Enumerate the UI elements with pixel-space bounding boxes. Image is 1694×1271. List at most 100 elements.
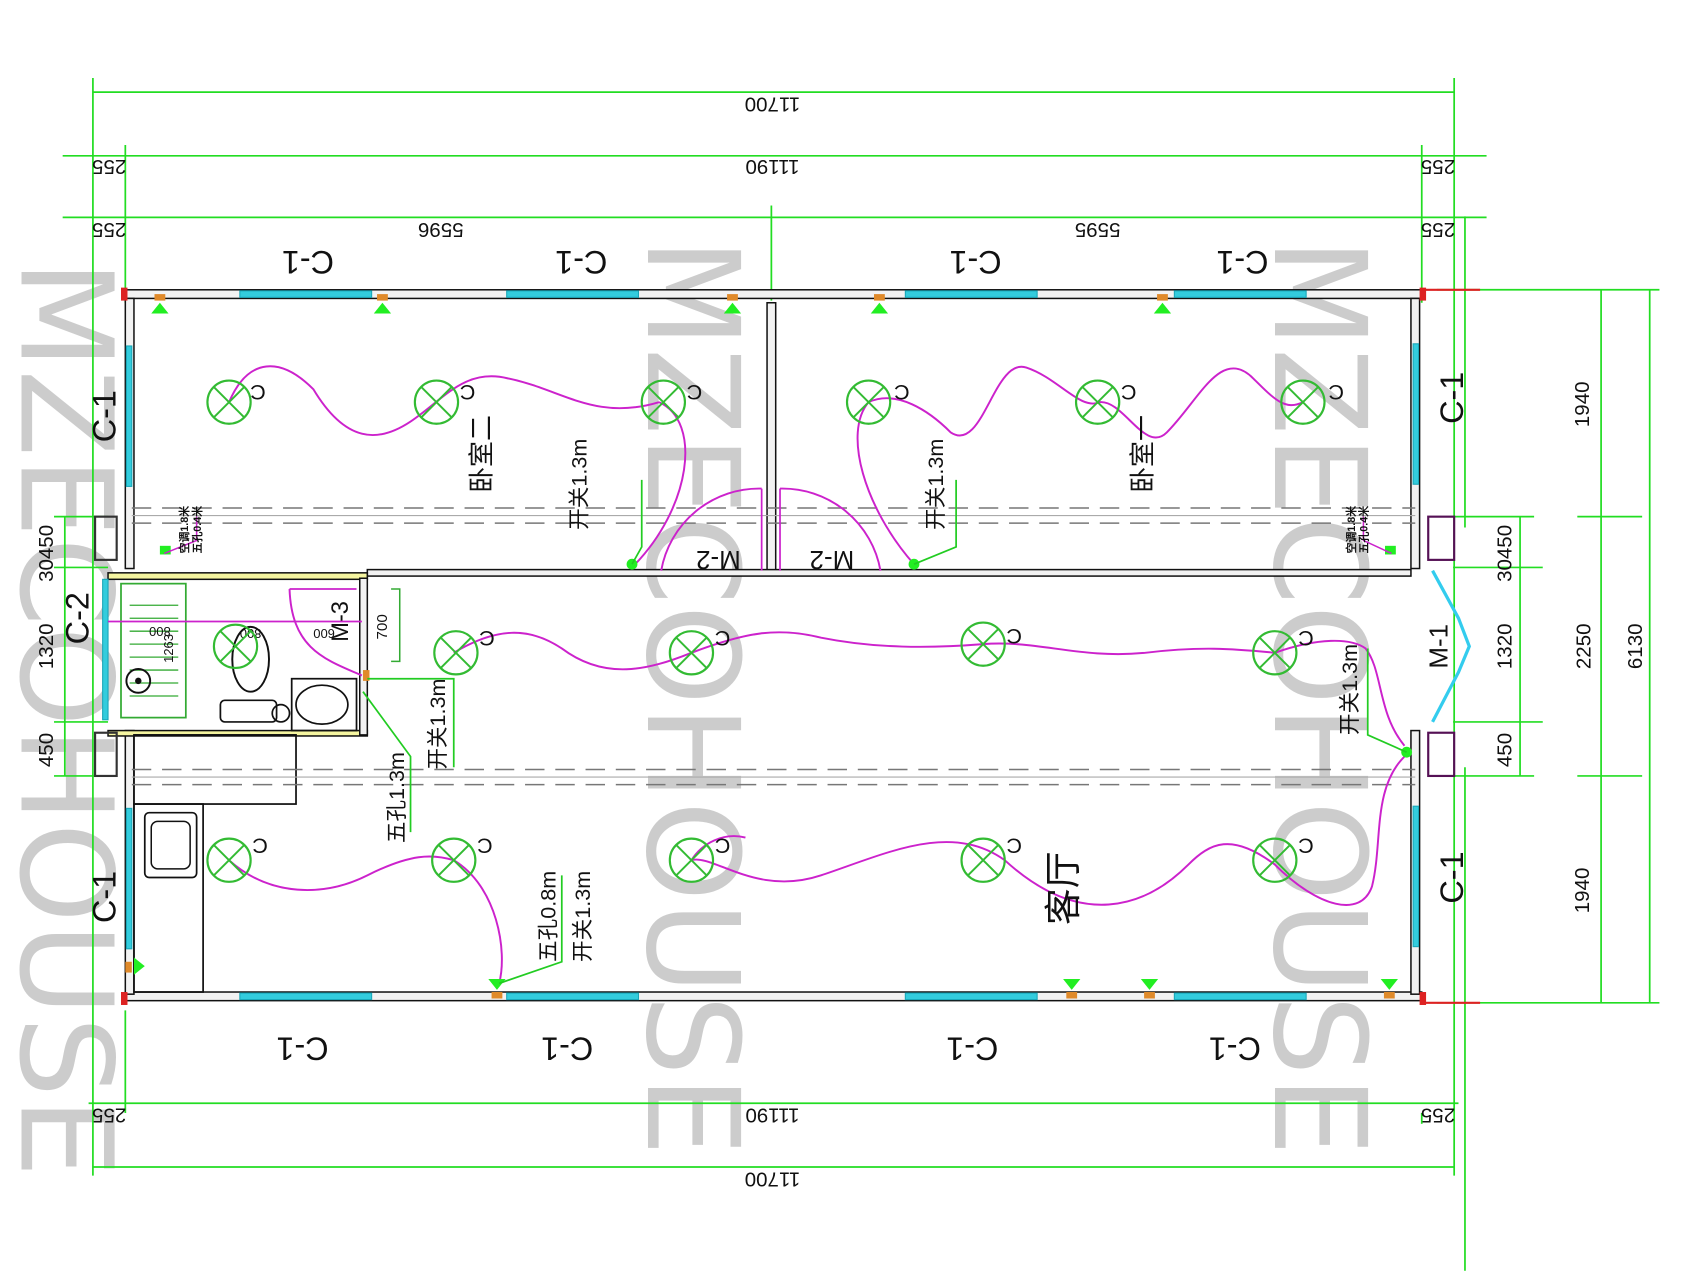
right-dimensions: 1940 30450 1320 450 2250 6130 1940 xyxy=(1436,216,1660,1271)
lamp-marker: C xyxy=(1298,834,1314,859)
watermark-text-1: MZECOHOUSE xyxy=(0,260,139,1178)
lamp-icon xyxy=(845,379,892,425)
lamp-marker: C xyxy=(1121,380,1137,405)
window-top-1 xyxy=(239,290,373,298)
lamp-icon xyxy=(960,621,1006,667)
shower-length: 1263 xyxy=(161,634,176,663)
window-label-left-bath: C-2 xyxy=(60,592,96,644)
dim-right-door: 1320 xyxy=(1493,623,1516,669)
window-bottom-2 xyxy=(506,992,640,1001)
lamp-marker: C xyxy=(715,834,731,859)
lamp-icon xyxy=(413,379,460,425)
annot-socket-living: 五孔1.3m xyxy=(384,752,409,843)
window-bottom-1 xyxy=(239,992,373,1001)
lamp-marker: C xyxy=(250,380,266,405)
door-entry-leaf xyxy=(1431,569,1472,723)
lamp-icon xyxy=(960,837,1006,883)
dim-top-bay-left-offset: 255 xyxy=(92,218,126,241)
window-label-bottom-4: C-1 xyxy=(1209,1030,1261,1066)
door-label-bedroom-right: M-2 xyxy=(810,545,855,573)
window-label-top-4: C-1 xyxy=(1216,244,1268,280)
lamp-marker: C xyxy=(1298,626,1314,651)
annot-switch-bedroom-right: 开关1.3m xyxy=(923,439,948,530)
socket-icon xyxy=(870,294,889,314)
window-top-2 xyxy=(506,290,640,298)
door-swing-bedroom-left xyxy=(660,487,762,571)
room-label-bedroom-2: 卧室二 xyxy=(467,415,496,493)
lamp-marker: C xyxy=(479,626,495,651)
door-label-entry: M-1 xyxy=(1426,624,1454,669)
socket-icon xyxy=(723,294,742,314)
annot-switch-entry: 开关1.3m xyxy=(1337,644,1362,735)
lamp-markers: C C C C C C C C C C C C C C C xyxy=(250,380,1344,859)
switch-icon xyxy=(363,670,370,681)
dim-bottom-left-offset: 255 xyxy=(92,1104,126,1127)
dim-top-inner: 11190 xyxy=(745,155,799,178)
top-dimensions: 11700 11190 255 255 5596 5595 255 255 xyxy=(62,78,1487,1176)
shower-tray xyxy=(120,582,187,719)
annot-socket-08: 五孔0.8m xyxy=(535,871,560,962)
socket-icon xyxy=(1153,294,1172,314)
room-label-bedroom-1: 卧室一 xyxy=(1129,415,1158,493)
window-label-top-2: C-1 xyxy=(555,244,607,280)
lamp-icon xyxy=(1252,630,1298,676)
dim-top-left-bay: 5596 xyxy=(418,218,464,241)
dim-right-door-top: 30450 xyxy=(1493,525,1516,582)
lamp-icon xyxy=(1252,837,1298,883)
lamp-icon xyxy=(668,630,715,676)
dim-top-right-bay: 5595 xyxy=(1075,218,1121,241)
dim-left-upper: 30450 xyxy=(35,525,58,582)
lamp-marker: C xyxy=(477,834,493,859)
window-label-top-3: C-1 xyxy=(949,244,1001,280)
window-label-right-upper: C-1 xyxy=(1434,372,1470,424)
window-label-top-1: C-1 xyxy=(282,244,334,280)
annot-ac-socket-left: 空调1.8米 xyxy=(177,506,191,554)
ac-socket-icon xyxy=(159,545,171,555)
room-label-living: 客厅 xyxy=(1043,852,1084,925)
lamp-marker: C xyxy=(687,380,703,405)
ac-socket-icon xyxy=(1385,545,1396,555)
window-label-left-lower: C-1 xyxy=(87,871,123,923)
lamp-icon xyxy=(206,837,252,883)
lamp-marker: C xyxy=(252,834,268,859)
dim-right-lower-wall: 1940 xyxy=(1571,868,1594,914)
left-dimensions: 30450 1320 450 xyxy=(35,515,109,777)
window-top-3 xyxy=(904,290,1038,298)
window-bottom-3 xyxy=(904,992,1038,1001)
beam-lines xyxy=(131,507,1416,786)
dim-top-overall: 11700 xyxy=(745,92,801,115)
lamp-marker: C xyxy=(1006,624,1022,649)
wash-basin xyxy=(290,677,358,732)
annot-switch-bottom: 开关1.3m xyxy=(570,871,595,962)
window-label-bottom-1: C-1 xyxy=(276,1030,328,1066)
annot-ac-socket-right: 空调1.8米 xyxy=(1344,506,1358,554)
wiring xyxy=(228,365,1406,984)
lamp-marker: C xyxy=(1006,834,1022,859)
window-right-lower xyxy=(1412,805,1420,948)
dim-right-middle: 2250 xyxy=(1572,623,1595,669)
socket-icon xyxy=(1380,979,1398,999)
annot-socket-04-left: 五孔0.4米 xyxy=(190,506,204,554)
window-top-4 xyxy=(1173,290,1307,298)
dim-top-left-offset: 255 xyxy=(92,155,126,178)
basin-width: 600 xyxy=(313,626,335,641)
lamp-icon xyxy=(431,837,477,883)
window-left-lower xyxy=(125,807,133,950)
window-label-bottom-2: C-1 xyxy=(541,1030,593,1066)
kitchen-sink xyxy=(143,811,198,879)
dim-left-door: 1320 xyxy=(35,623,58,669)
window-labels: C-1 C-1 C-1 C-1 C-1 C-1 C-1 C-1 C-1 C-1 … xyxy=(60,244,1470,1066)
lamp-icon xyxy=(206,379,252,425)
lamp-icon xyxy=(640,379,687,425)
socket-icon xyxy=(125,957,145,975)
socket-icon xyxy=(151,294,169,314)
lamp-icon xyxy=(1074,379,1121,425)
window-label-left-upper: C-1 xyxy=(87,390,123,442)
window-left-upper xyxy=(125,345,133,487)
room-labels: 卧室二 卧室一 客厅 xyxy=(467,415,1157,925)
lamp-icon xyxy=(433,630,479,676)
dim-bottom-inner: 11190 xyxy=(745,1104,799,1127)
window-bottom-4 xyxy=(1173,992,1307,1001)
lamp-icon xyxy=(1280,379,1326,425)
